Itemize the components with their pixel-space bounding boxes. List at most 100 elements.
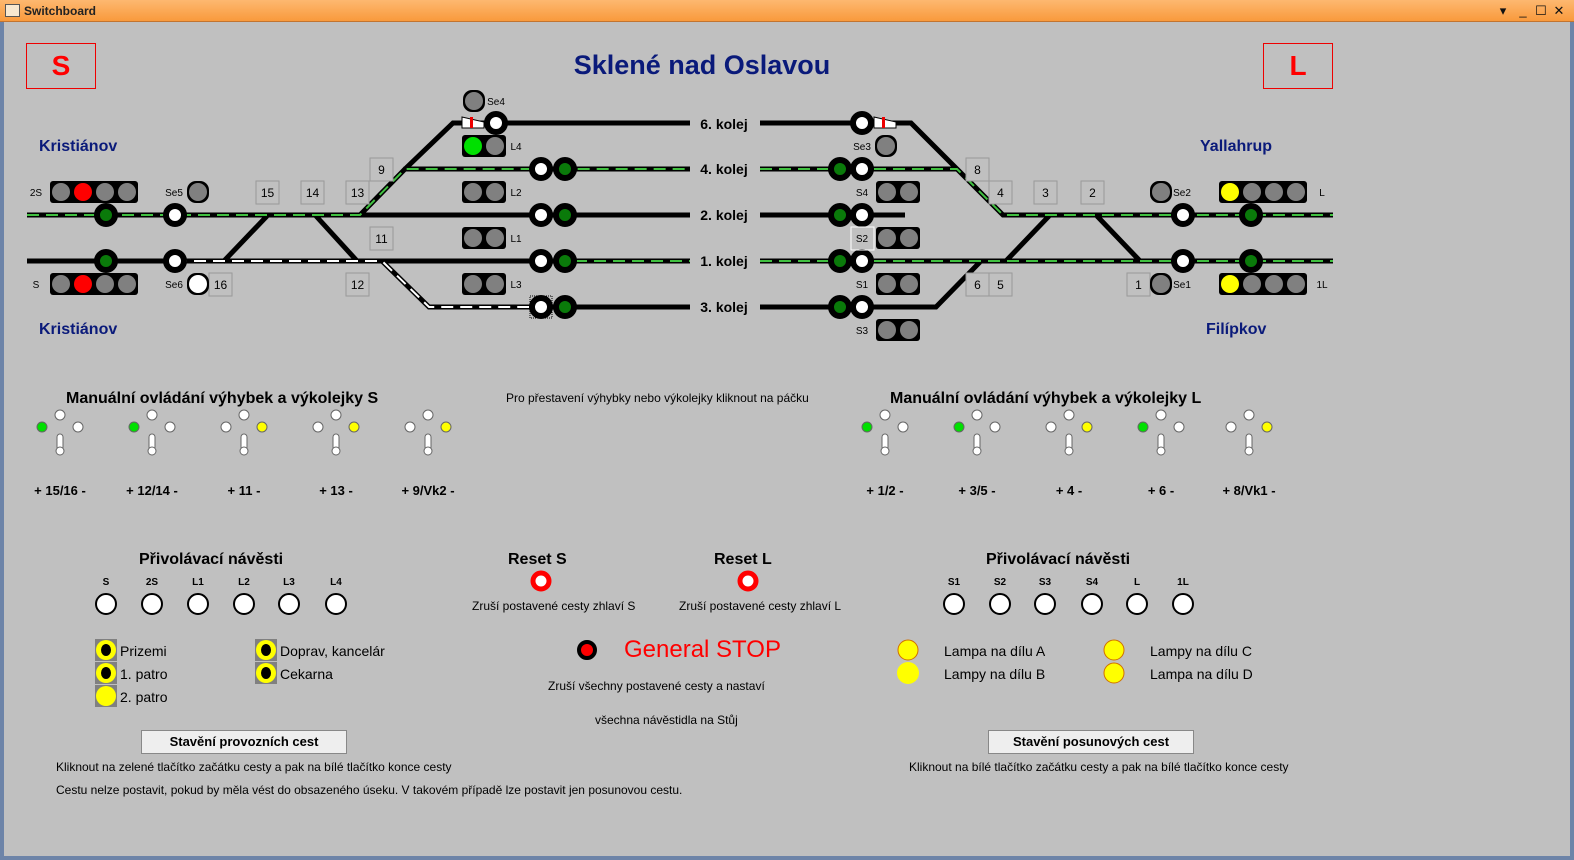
lever-s-knob[interactable] bbox=[331, 446, 341, 456]
route-end-button[interactable] bbox=[163, 249, 187, 273]
manual-l-title: Manuální ovládání výhybek a výkolejky L bbox=[890, 390, 1202, 407]
route-start-button[interactable] bbox=[1239, 249, 1263, 273]
switch-number-box[interactable] bbox=[369, 226, 394, 251]
lamp-switch[interactable] bbox=[897, 662, 919, 684]
route-end-button[interactable] bbox=[163, 203, 187, 227]
lever-l-knob[interactable] bbox=[1064, 446, 1074, 456]
signal-l-head[interactable] bbox=[1219, 181, 1307, 203]
signal-2s-head[interactable] bbox=[50, 181, 138, 203]
switch-number-box[interactable] bbox=[965, 157, 990, 182]
route-end-button[interactable] bbox=[529, 157, 553, 181]
lever-l-knob[interactable] bbox=[972, 446, 982, 456]
route-start-button[interactable] bbox=[828, 203, 852, 227]
route-end-button[interactable] bbox=[850, 203, 874, 227]
route-end-button[interactable] bbox=[1171, 203, 1195, 227]
lever-s-knob[interactable] bbox=[147, 446, 157, 456]
route-left-white bbox=[175, 260, 540, 308]
call-on-button[interactable] bbox=[233, 593, 255, 615]
focus-outline bbox=[529, 295, 553, 319]
route-end-button[interactable] bbox=[529, 203, 553, 227]
close-button[interactable]: ✕ bbox=[1553, 3, 1565, 18]
route-start-button[interactable] bbox=[553, 295, 577, 319]
route-desc-2: Cestu nelze postavit, pokud by měla vést… bbox=[56, 783, 683, 797]
lamp-switch[interactable] bbox=[1103, 662, 1125, 684]
route-end-button[interactable] bbox=[850, 111, 874, 135]
switch-number-box[interactable] bbox=[345, 180, 370, 205]
general-stop-button[interactable] bbox=[577, 640, 597, 660]
minimize-button[interactable]: _ bbox=[1519, 3, 1527, 18]
lever-s-knob[interactable] bbox=[423, 446, 433, 456]
route-start-button[interactable] bbox=[828, 157, 852, 181]
switch-number-box[interactable] bbox=[1033, 180, 1058, 205]
lever-s-center-lamp bbox=[146, 409, 158, 421]
signal-s-head[interactable] bbox=[50, 273, 138, 295]
lever-l-knob[interactable] bbox=[1244, 446, 1254, 456]
lamp-switch[interactable] bbox=[1103, 639, 1125, 661]
route-end-button[interactable] bbox=[850, 157, 874, 181]
signal-se3-lamp bbox=[877, 137, 895, 155]
route-end-button[interactable] bbox=[529, 249, 553, 273]
route-end-button[interactable] bbox=[529, 295, 553, 319]
light-label-a: Lampa na dílu A bbox=[944, 643, 1046, 659]
switch-number-box[interactable] bbox=[369, 157, 394, 182]
maximize-button[interactable]: ☐ bbox=[1535, 3, 1547, 18]
signal-1l-head[interactable] bbox=[1219, 273, 1307, 295]
route-start-button[interactable] bbox=[553, 249, 577, 273]
track-6-left bbox=[403, 120, 690, 171]
switch-number-box[interactable] bbox=[988, 272, 1013, 297]
call-on-button[interactable] bbox=[95, 593, 117, 615]
signal-se2-label: Se2 bbox=[1173, 188, 1191, 199]
call-on-label: S bbox=[103, 577, 110, 588]
call-on-button[interactable] bbox=[325, 593, 347, 615]
general-stop-desc-1: Zruší všechny postavené cesty a nastaví bbox=[548, 679, 765, 693]
signal-1l-lamp bbox=[1287, 275, 1305, 293]
lever-s-knob[interactable] bbox=[55, 446, 65, 456]
route-start-button[interactable] bbox=[553, 203, 577, 227]
switch-number-box[interactable] bbox=[988, 180, 1013, 205]
light-off-dot bbox=[261, 667, 271, 679]
route-start-button[interactable] bbox=[94, 249, 118, 273]
call-on-button[interactable] bbox=[187, 593, 209, 615]
window-title: Switchboard bbox=[24, 4, 97, 18]
route-start-button[interactable] bbox=[553, 157, 577, 181]
call-on-button[interactable] bbox=[1126, 593, 1148, 615]
switch-number: 8 bbox=[974, 163, 981, 177]
switch-number: 13 bbox=[351, 186, 365, 200]
switch-number-box[interactable] bbox=[1080, 180, 1105, 205]
call-on-button[interactable] bbox=[141, 593, 163, 615]
call-on-button[interactable] bbox=[989, 593, 1011, 615]
reset-s-desc: Zruší postavené cesty zhlaví S bbox=[472, 599, 636, 613]
route-setting-button[interactable]: Stavění provozních cest bbox=[141, 730, 347, 754]
menu-button[interactable]: ▾ bbox=[1499, 3, 1507, 18]
signal-s2-label: S2 bbox=[856, 234, 869, 245]
lever-s-knob[interactable] bbox=[239, 446, 249, 456]
route-start-button[interactable] bbox=[828, 295, 852, 319]
call-on-button[interactable] bbox=[943, 593, 965, 615]
signal-l1-lamp bbox=[464, 229, 482, 247]
route-end-button[interactable] bbox=[850, 249, 874, 273]
reset-s-button[interactable] bbox=[530, 570, 552, 592]
route-end-button[interactable] bbox=[1171, 249, 1195, 273]
signal-s2-highlight bbox=[850, 226, 875, 251]
shunt-desc: Kliknout na bílé tlačítko začátku cesty … bbox=[909, 760, 1289, 774]
call-on-button[interactable] bbox=[278, 593, 300, 615]
switch-number: 9 bbox=[378, 163, 385, 177]
route-start-button[interactable] bbox=[828, 249, 852, 273]
call-on-button[interactable] bbox=[1034, 593, 1056, 615]
route-end-button[interactable] bbox=[850, 295, 874, 319]
route-start-button[interactable] bbox=[94, 203, 118, 227]
switch-number-box[interactable] bbox=[255, 180, 280, 205]
lamp-switch[interactable] bbox=[897, 639, 919, 661]
lever-l-minus-lamp bbox=[1081, 421, 1093, 433]
switch-number-box[interactable] bbox=[300, 180, 325, 205]
route-end-button[interactable] bbox=[484, 111, 508, 135]
signal-s2-lamp bbox=[878, 229, 896, 247]
lever-l-knob[interactable] bbox=[880, 446, 890, 456]
route-start-button[interactable] bbox=[1239, 203, 1263, 227]
switch-number-box[interactable] bbox=[345, 272, 370, 297]
call-on-button[interactable] bbox=[1172, 593, 1194, 615]
lever-l-knob[interactable] bbox=[1156, 446, 1166, 456]
shunt-setting-button[interactable]: Stavění posunových cest bbox=[988, 730, 1194, 754]
call-on-button[interactable] bbox=[1081, 593, 1103, 615]
reset-l-button[interactable] bbox=[737, 570, 759, 592]
